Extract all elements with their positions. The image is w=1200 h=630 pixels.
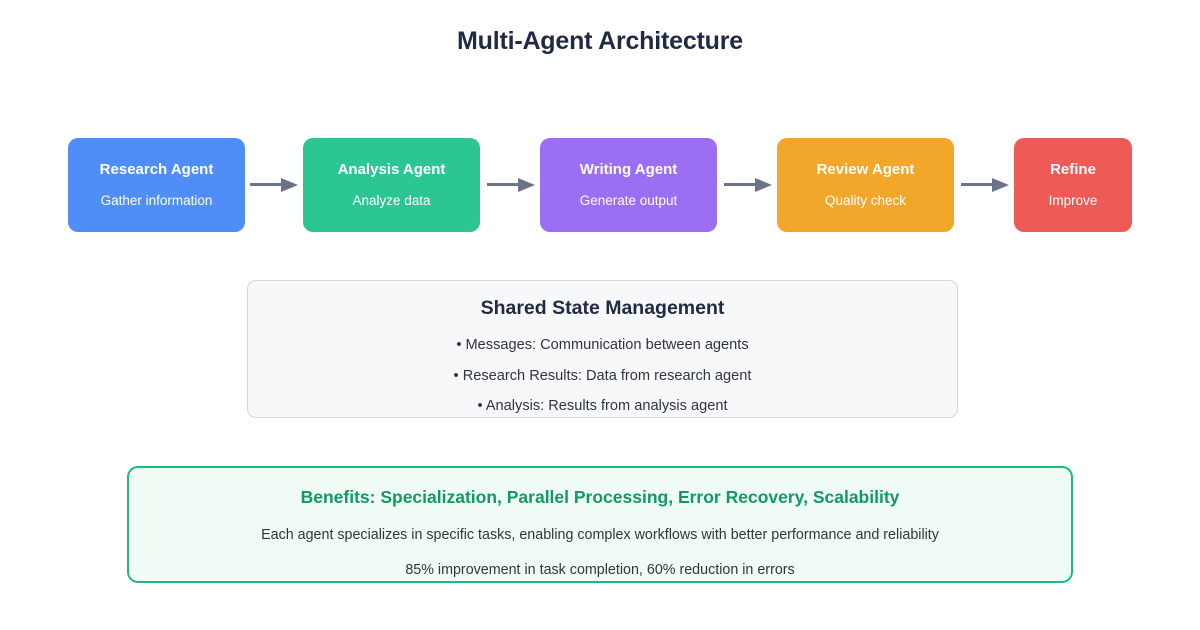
flow-arrow-icon-2 bbox=[487, 178, 535, 192]
shared-state-item: • Messages: Communication between agents bbox=[456, 337, 749, 353]
benefits-panel: Benefits: Specialization, Parallel Proce… bbox=[127, 466, 1073, 583]
agent-node-title: Writing Agent bbox=[579, 161, 678, 179]
flow-arrow-icon-3 bbox=[724, 178, 772, 192]
flow-arrow-shaft bbox=[724, 183, 756, 187]
shared-state-item: • Analysis: Results from analysis agent bbox=[477, 398, 728, 415]
flow-arrow-icon-1 bbox=[250, 178, 298, 192]
agent-node-subtitle: Generate output bbox=[579, 193, 678, 209]
agent-node-title: Refine bbox=[1050, 161, 1096, 179]
flow-arrow-head bbox=[755, 178, 772, 192]
shared-state-item: • Research Results: Data from research a… bbox=[453, 367, 752, 384]
agent-node-subtitle: Analyze data bbox=[352, 193, 431, 209]
flow-arrow-shaft bbox=[961, 183, 993, 187]
agent-node-subtitle: Improve bbox=[1048, 193, 1098, 209]
agent-node-subtitle: Gather information bbox=[100, 193, 213, 209]
benefits-metrics: 85% improvement in task completion, 60% … bbox=[405, 561, 795, 578]
benefits-heading: Benefits: Specialization, Parallel Proce… bbox=[300, 487, 900, 507]
flow-arrow-shaft bbox=[487, 183, 519, 187]
shared-state-heading: Shared State Management bbox=[480, 297, 725, 319]
agent-node-subtitle: Quality check bbox=[824, 193, 907, 209]
shared-state-panel: Shared State Management • Messages: Comm… bbox=[247, 280, 958, 418]
flow-arrow-head bbox=[518, 178, 535, 192]
flow-arrow-shaft bbox=[250, 183, 282, 187]
flow-arrow-head bbox=[281, 178, 298, 192]
agent-node-title: Review Agent bbox=[816, 161, 915, 179]
agent-node-title: Research Agent bbox=[99, 161, 214, 179]
agent-node-title: Analysis Agent bbox=[337, 161, 446, 179]
flow-arrow-icon-4 bbox=[961, 178, 1009, 192]
flow-arrow-head bbox=[992, 178, 1009, 192]
page-title: Multi-Agent Architecture bbox=[457, 27, 743, 55]
benefits-description: Each agent specializes in specific tasks… bbox=[261, 526, 939, 543]
